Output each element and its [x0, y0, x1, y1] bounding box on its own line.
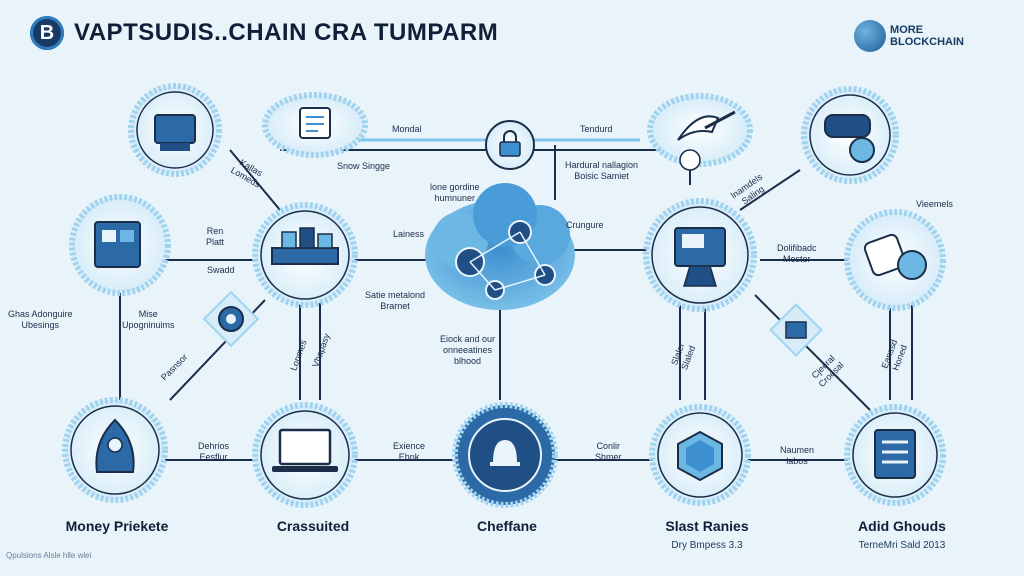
small-bubble: [679, 149, 701, 171]
chip-icon: [769, 303, 823, 357]
label-mise: Mise Upogninuims: [122, 309, 175, 330]
node-title-crassuited: Crassuited: [276, 518, 350, 534]
header: B VAPTSUDIS..CHAIN CRA TUMPARM: [30, 16, 498, 50]
label-tendurd: Tendurd: [580, 124, 613, 134]
corner-line-2: BLOCKCHAIN: [890, 36, 964, 48]
node-title-slast: Slast Ranies: [665, 518, 749, 534]
label-dolfibad: Dolifibadc Mester: [777, 243, 817, 264]
brand-logo: B: [30, 16, 64, 50]
node-server-box[interactable]: [844, 404, 946, 506]
node-tablet-left[interactable]: [69, 194, 171, 296]
label-eiock: Eiock and our onneeatines blhood: [440, 334, 496, 366]
central-cloud: [425, 183, 575, 310]
node-headset-top[interactable]: [801, 86, 899, 184]
node-title-adid: Adid Ghouds: [858, 518, 946, 534]
label-swadd: Swadd: [207, 265, 235, 275]
node-title-cheffane: Cheffane: [477, 518, 537, 534]
gear-icon: [202, 290, 260, 348]
corner-brand: MORE BLOCKCHAIN: [854, 20, 964, 52]
label-lainess: Lainess: [393, 229, 425, 239]
label-conlir: Conlir Shmer: [595, 441, 622, 462]
label-ghas: Ghas Adonguire Ubesings: [8, 309, 73, 330]
node-bell-gear[interactable]: [452, 402, 558, 508]
globe-icon: [854, 20, 887, 52]
node-subtitle-dry: Dry Bmpess 3.3: [671, 540, 743, 551]
label-lone: lone gordine humnuner: [430, 182, 480, 203]
node-pen-top[interactable]: [647, 93, 753, 167]
node-server-hub[interactable]: [252, 202, 358, 308]
label-vieemels: Vieemels: [916, 199, 953, 209]
label-snow: Snow Singge: [337, 161, 391, 171]
node-subtitle-terneh: TerneMri Sald 2013: [858, 540, 946, 551]
connector-lines: [119, 145, 913, 461]
label-hardural: Hardural nallagion Boisic Samiet: [565, 160, 639, 181]
node-title-money: Money Priekete: [65, 518, 169, 534]
label-mondal: Mondal: [392, 124, 422, 134]
node-monitor-right[interactable]: [643, 198, 757, 312]
label-exience: Exience Ehnk: [393, 441, 426, 462]
page-title: VAPTSUDIS..CHAIN CRA TUMPARM: [74, 19, 499, 46]
node-document-top[interactable]: [262, 92, 368, 158]
node-gadget-right[interactable]: [844, 209, 946, 311]
footer-text: Qpulsions Alsle hlle wlei: [6, 551, 92, 560]
label-satie: Satie metalond Brarnet: [365, 290, 426, 311]
node-rocket[interactable]: [62, 397, 168, 503]
label-dehrios: Dehrios Eesflur: [198, 441, 230, 462]
node-workstation-top[interactable]: [128, 83, 222, 177]
label-ren: Ren Platt: [206, 226, 225, 247]
corner-line-1: MORE: [890, 24, 924, 36]
label-naumen: Naumen labos: [780, 445, 815, 466]
node-cube[interactable]: [649, 404, 751, 506]
lock-icon: [485, 120, 535, 170]
corner-brand-text: MORE BLOCKCHAIN: [890, 24, 964, 48]
node-laptop[interactable]: [252, 402, 358, 508]
label-crungure: Crungure: [566, 220, 604, 230]
